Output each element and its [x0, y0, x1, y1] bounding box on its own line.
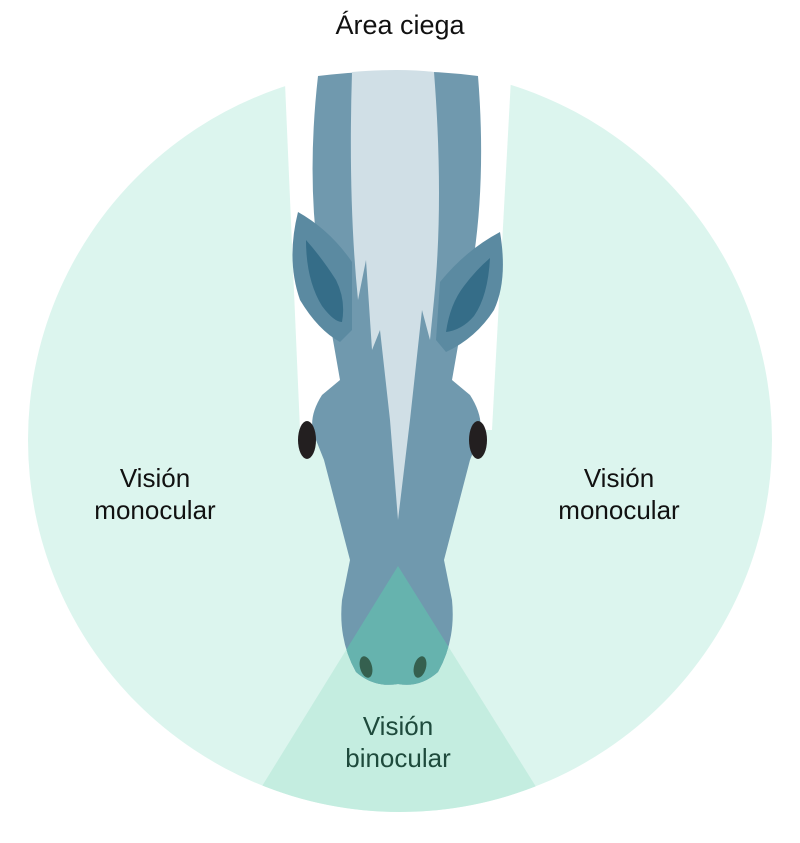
- right-label-line1: Visión: [583, 463, 655, 493]
- left-label-line2: monocular: [94, 495, 216, 525]
- right-label-line2: monocular: [558, 495, 680, 525]
- binocular-label: Visión binocular: [313, 710, 483, 774]
- right-monocular-label: Visión monocular: [534, 462, 704, 526]
- binocular-label-line1: Visión: [362, 711, 434, 741]
- left-ear-inner: [306, 240, 344, 322]
- left-eye: [298, 421, 316, 459]
- binocular-label-line2: binocular: [345, 743, 451, 773]
- right-eye: [469, 421, 487, 459]
- horse-mane: [350, 70, 439, 520]
- horse-head: [292, 70, 503, 685]
- binocular-field: [230, 566, 568, 812]
- right-nostril: [413, 656, 427, 678]
- blind-area-title: Área ciega: [335, 10, 465, 40]
- right-ear-inner: [446, 258, 490, 332]
- left-nostril: [359, 656, 373, 678]
- left-monocular-label: Visión monocular: [70, 462, 240, 526]
- left-label-line1: Visión: [119, 463, 191, 493]
